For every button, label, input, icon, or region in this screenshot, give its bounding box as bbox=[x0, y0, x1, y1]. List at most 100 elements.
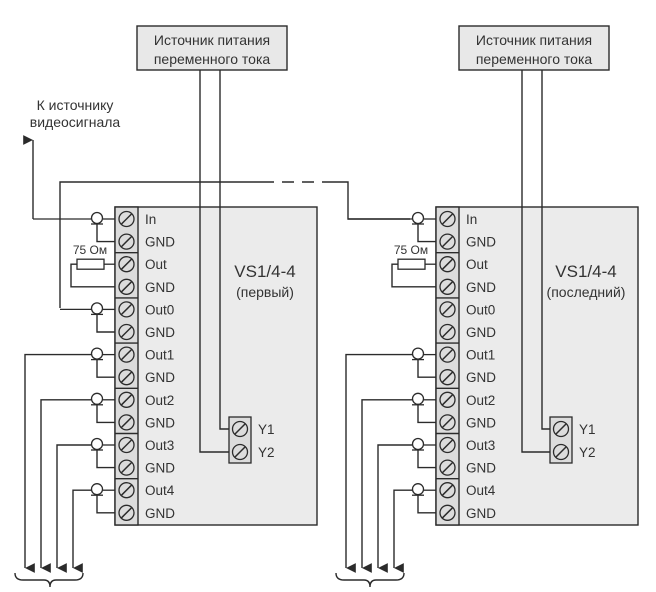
terminal-label-out3: Out3 bbox=[145, 438, 174, 453]
video-source-label-line1: К источнику bbox=[37, 97, 114, 113]
screw-terminal-icon bbox=[439, 301, 456, 318]
video-source-annotation: К источнику видеосигнала bbox=[23, 97, 121, 219]
screw-terminal-icon bbox=[439, 278, 456, 295]
terminal-label-gnd: GND bbox=[145, 370, 175, 385]
coax-connector-icon bbox=[411, 211, 425, 225]
device-role-label: (первый) bbox=[236, 284, 294, 300]
terminal-label-gnd: GND bbox=[145, 506, 175, 521]
power-wire-y2 bbox=[521, 70, 550, 453]
terminal-label-gnd: GND bbox=[466, 415, 496, 430]
output-arrow-icon bbox=[56, 444, 91, 573]
output-arrow-icon bbox=[361, 399, 412, 573]
terminal-label-gnd: GND bbox=[466, 280, 496, 295]
terminal-label-gnd: GND bbox=[466, 370, 496, 385]
power-supply-label-line1: Источник питания bbox=[154, 32, 270, 48]
screw-terminal-icon bbox=[118, 301, 135, 318]
terminal-label-out1: Out1 bbox=[145, 348, 174, 363]
coax-connector-icon bbox=[90, 211, 104, 225]
curly-brace-icon bbox=[335, 572, 405, 588]
output-arrow-icon bbox=[377, 444, 412, 573]
screw-terminal-icon bbox=[118, 233, 135, 250]
power-wire-y1 bbox=[541, 70, 550, 430]
terminal-label-gnd: GND bbox=[145, 325, 175, 340]
terminal-strip bbox=[435, 206, 460, 526]
screw-terminal-icon bbox=[118, 436, 135, 454]
screw-terminal-icon bbox=[439, 391, 456, 408]
terminal-label-out: Out bbox=[466, 257, 488, 272]
screw-terminal-icon bbox=[439, 233, 456, 250]
device-role-label: (последний) bbox=[547, 284, 626, 300]
power-terminal-label-y1: Y1 bbox=[258, 422, 275, 437]
device-1: InGNDOutGNDOut0GNDOut1GNDOut2GNDOut3GNDO… bbox=[14, 25, 318, 588]
screw-terminal-icon bbox=[118, 414, 135, 431]
resistor-75-ohm: 75 Ом bbox=[391, 243, 436, 288]
output-arrow-icon bbox=[72, 489, 91, 573]
power-terminal-block bbox=[228, 416, 252, 464]
screw-terminal-icon bbox=[118, 459, 135, 476]
screw-terminal-icon bbox=[439, 369, 456, 386]
power-wire-y2 bbox=[199, 70, 229, 453]
device-2: InGNDOutGNDOut0GNDOut1GNDOut2GNDOut3GNDO… bbox=[335, 25, 639, 588]
screw-terminal-icon bbox=[439, 414, 456, 431]
output-arrow-icon bbox=[24, 353, 91, 573]
power-supply-box: Источник питания переменного тока bbox=[458, 25, 610, 71]
terminal-label-out0: Out0 bbox=[145, 302, 174, 317]
device-body bbox=[435, 206, 639, 526]
resistor-label: 75 Ом bbox=[394, 243, 428, 257]
output-arrow-icon bbox=[345, 353, 412, 573]
screw-terminal-icon bbox=[552, 443, 570, 461]
resistor-75-ohm: 75 Ом bbox=[70, 243, 115, 288]
screw-terminal-icon bbox=[118, 504, 135, 521]
output-arrow-icon bbox=[40, 399, 91, 573]
screw-terminal-icon bbox=[439, 323, 456, 341]
coax-connector-icon bbox=[411, 483, 425, 496]
device-model-label: VS1/4-4 bbox=[555, 262, 616, 281]
terminal-label-out0: Out0 bbox=[466, 302, 495, 317]
screw-terminal-icon bbox=[118, 210, 135, 228]
terminal-label-gnd: GND bbox=[466, 325, 496, 340]
power-supply-label-line1: Источник питания bbox=[476, 32, 592, 48]
screw-terminal-icon bbox=[118, 482, 135, 499]
screw-terminal-icon bbox=[118, 256, 135, 273]
curly-brace-icon bbox=[14, 572, 84, 588]
coax-connector-icon bbox=[90, 302, 104, 316]
screw-terminal-icon bbox=[118, 369, 135, 386]
terminal-label-gnd: GND bbox=[145, 415, 175, 430]
screw-terminal-icon bbox=[118, 346, 135, 363]
terminal-strip bbox=[114, 206, 139, 526]
terminal-label-gnd: GND bbox=[145, 461, 175, 476]
terminal-label-gnd: GND bbox=[466, 506, 496, 521]
terminal-label-out4: Out4 bbox=[466, 483, 496, 498]
video-source-label-line2: видеосигнала bbox=[30, 114, 121, 130]
terminal-label-out2: Out2 bbox=[145, 393, 174, 408]
coax-connector-icon bbox=[411, 347, 425, 361]
device-body bbox=[114, 206, 318, 526]
power-supply-label-line2: переменного тока bbox=[154, 51, 271, 67]
terminal-label-gnd: GND bbox=[145, 280, 175, 295]
power-terminal-label-y1: Y1 bbox=[579, 422, 596, 437]
coax-connector-icon bbox=[90, 347, 104, 361]
terminal-label-out: Out bbox=[145, 257, 167, 272]
coax-connector-icon bbox=[90, 437, 104, 451]
device-model-label: VS1/4-4 bbox=[234, 262, 295, 281]
resistor-label: 75 Ом bbox=[73, 243, 107, 257]
terminal-label-gnd: GND bbox=[466, 461, 496, 476]
terminal-label-in: In bbox=[145, 212, 156, 227]
terminal-label-gnd: GND bbox=[145, 235, 175, 250]
screw-terminal-icon bbox=[439, 346, 456, 363]
power-supply-label-line2: переменного тока bbox=[476, 51, 593, 67]
terminal-label-in: In bbox=[466, 212, 477, 227]
screw-terminal-icon bbox=[118, 278, 135, 295]
screw-terminal-icon bbox=[231, 420, 249, 438]
coax-connector-icon bbox=[90, 483, 104, 496]
terminal-label-gnd: GND bbox=[466, 235, 496, 250]
power-terminal-label-y2: Y2 bbox=[579, 445, 596, 460]
screw-terminal-icon bbox=[439, 210, 456, 228]
screw-terminal-icon bbox=[118, 391, 135, 408]
coax-connector-icon bbox=[411, 392, 425, 406]
coax-connector-icon bbox=[411, 437, 425, 451]
terminal-label-out3: Out3 bbox=[466, 438, 495, 453]
screw-terminal-icon bbox=[439, 256, 456, 273]
power-wire-y1 bbox=[219, 70, 229, 430]
